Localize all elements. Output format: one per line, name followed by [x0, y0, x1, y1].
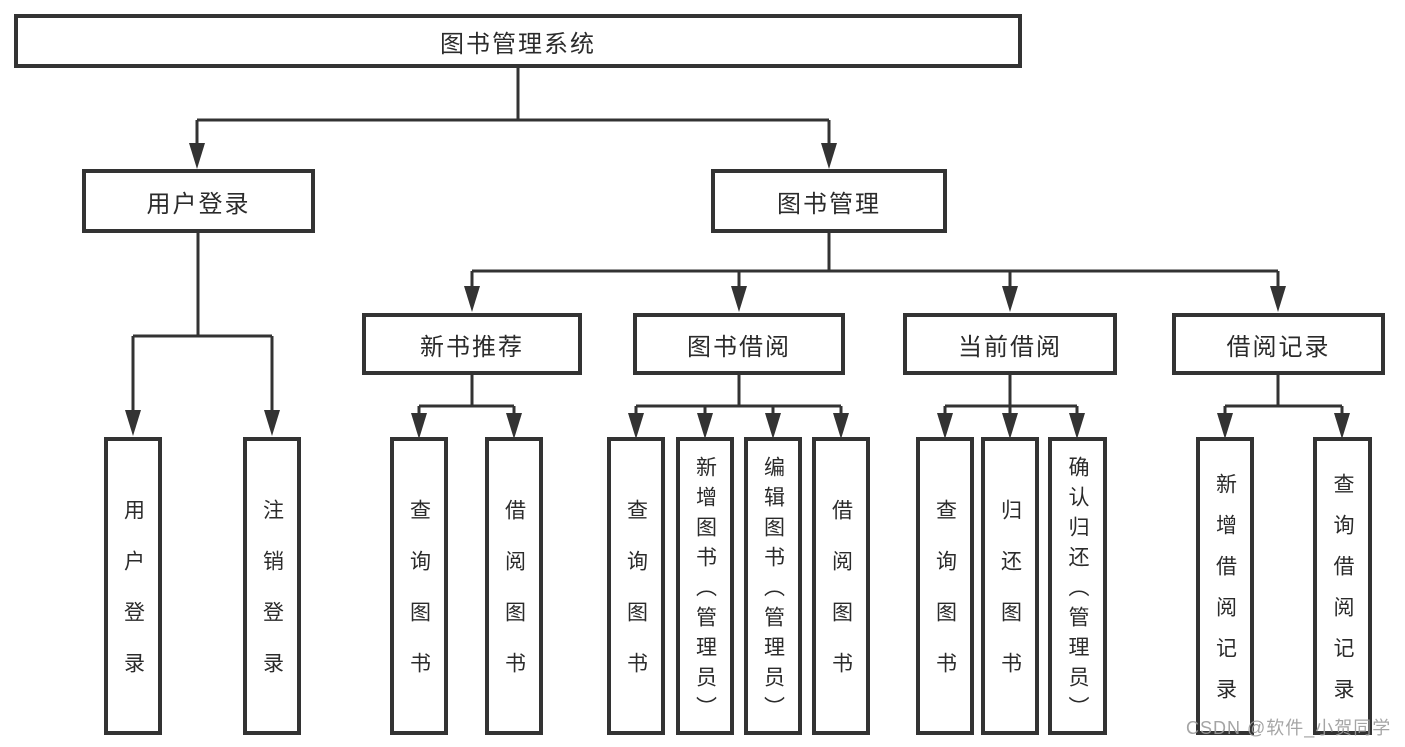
node-borrow-records: 借阅记录: [1172, 313, 1385, 375]
connector-book-management-children: [464, 233, 1286, 312]
node-book-management-label: 图书管理: [777, 190, 881, 218]
node-records-add: 新增借阅记录: [1196, 437, 1254, 735]
node-borrow-add-book: 新增图书（管理员）: [676, 437, 734, 735]
node-current-borrow-label: 当前借阅: [958, 333, 1062, 361]
node-records-query-label: 查询借阅记录: [1331, 473, 1354, 719]
node-book-borrow-label: 图书借阅: [687, 333, 791, 361]
node-borrow-records-label: 借阅记录: [1226, 333, 1331, 361]
connector-book-borrow-children: [628, 375, 849, 439]
node-user-login-label: 用户登录: [146, 190, 251, 218]
connector-current-borrow-children: [937, 375, 1085, 439]
node-book-borrow: 图书借阅: [633, 313, 845, 375]
node-records-query: 查询借阅记录: [1313, 437, 1372, 735]
connector-root-to-level2: [189, 68, 837, 169]
node-records-add-label: 新增借阅记录: [1213, 473, 1237, 719]
node-root-label: 图书管理系统: [440, 30, 596, 58]
node-current-confirm-return-label: 确认归还（管理员）: [1066, 455, 1089, 726]
watermark: CSDN @软件_小贺同学: [1186, 718, 1392, 738]
node-new-book-recommend-label: 新书推荐: [420, 333, 524, 361]
node-login: 用户登录: [104, 437, 162, 735]
node-newbooks-query-label: 查询图书: [407, 499, 431, 703]
node-current-query: 查询图书: [916, 437, 974, 735]
node-book-management: 图书管理: [711, 169, 947, 233]
node-borrow-add-book-label: 新增图书（管理员）: [693, 455, 717, 726]
node-current-return-label: 归还图书: [998, 499, 1022, 703]
node-new-book-recommend: 新书推荐: [362, 313, 582, 375]
node-current-query-label: 查询图书: [933, 499, 957, 703]
connector-new-book-recommend-children: [411, 375, 522, 439]
node-borrow-query-label: 查询图书: [624, 499, 648, 703]
node-borrow-query: 查询图书: [607, 437, 665, 735]
node-current-borrow: 当前借阅: [903, 313, 1117, 375]
node-borrow-borrow-book: 借阅图书: [812, 437, 870, 735]
node-borrow-edit-book-label: 编辑图书（管理员）: [761, 455, 785, 726]
connector-borrow-records-children: [1217, 375, 1350, 439]
node-logout: 注销登录: [243, 437, 301, 735]
node-login-label: 用户登录: [121, 499, 145, 703]
node-current-return: 归还图书: [981, 437, 1039, 735]
node-borrow-edit-book: 编辑图书（管理员）: [744, 437, 802, 735]
node-newbooks-borrow-label: 借阅图书: [502, 499, 526, 703]
node-logout-label: 注销登录: [260, 499, 284, 703]
node-current-confirm-return: 确认归还（管理员）: [1048, 437, 1107, 735]
connector-user-login-children: [125, 233, 280, 436]
node-user-login: 用户登录: [82, 169, 315, 233]
node-newbooks-borrow: 借阅图书: [485, 437, 543, 735]
node-newbooks-query: 查询图书: [390, 437, 448, 735]
node-borrow-borrow-book-label: 借阅图书: [829, 499, 853, 703]
node-root: 图书管理系统: [14, 14, 1022, 68]
